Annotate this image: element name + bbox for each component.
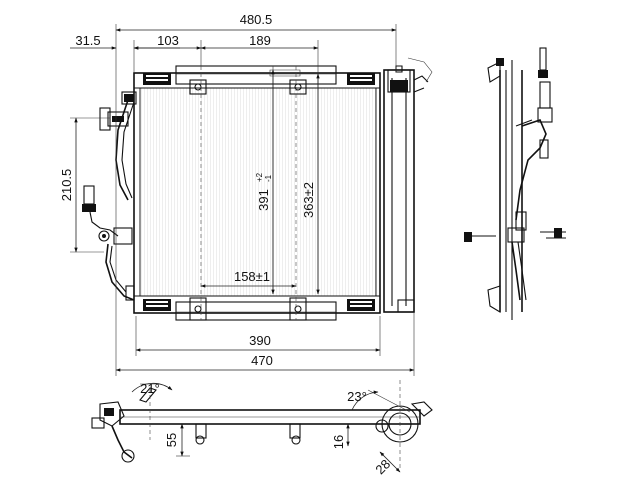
receiver-drier-tank <box>383 57 433 313</box>
front-view <box>82 57 433 321</box>
condenser-frame <box>133 72 381 314</box>
dim-inner-span: 158±1 <box>234 269 270 284</box>
dim-height-1-group: 391 +2 -1 <box>255 172 273 211</box>
dimension-lines-top <box>70 24 397 360</box>
bottom-mounting-rail <box>175 297 337 321</box>
dim-overall-width: 480.5 <box>240 12 273 27</box>
left-pipe-assembly <box>82 91 137 301</box>
bottom-view-dimensions <box>131 382 401 473</box>
top-tank-blocks <box>143 73 375 85</box>
dim-height-1-lower: -1 <box>264 174 273 182</box>
dim-side-height: 210.5 <box>59 169 74 202</box>
dim-left-offset: 31.5 <box>75 33 100 48</box>
dim-bracket-offset: 103 <box>157 33 179 48</box>
dim-total-width: 470 <box>251 353 273 368</box>
bottom-view <box>91 380 433 470</box>
dim-height-b: 16 <box>331 435 346 449</box>
top-mounting-rail <box>175 65 337 95</box>
dim-height-2: 363±2 <box>301 182 316 218</box>
dim-core-width: 390 <box>249 333 271 348</box>
side-view <box>464 47 566 320</box>
dim-top-span: 189 <box>249 33 271 48</box>
dim-height-a: 55 <box>164 433 179 447</box>
dim-height-1-upper: +2 <box>255 172 264 182</box>
dim-height-1: 391 <box>256 189 271 211</box>
dim-diameter: 28 <box>372 456 393 477</box>
angle-left: 21° <box>140 381 160 396</box>
dimension-lines-bottom <box>115 312 415 376</box>
angle-right: 23° <box>347 389 367 404</box>
dimension-side-height <box>70 117 110 253</box>
bottom-tank-blocks <box>143 299 375 311</box>
dimension-core-heights <box>271 69 320 295</box>
